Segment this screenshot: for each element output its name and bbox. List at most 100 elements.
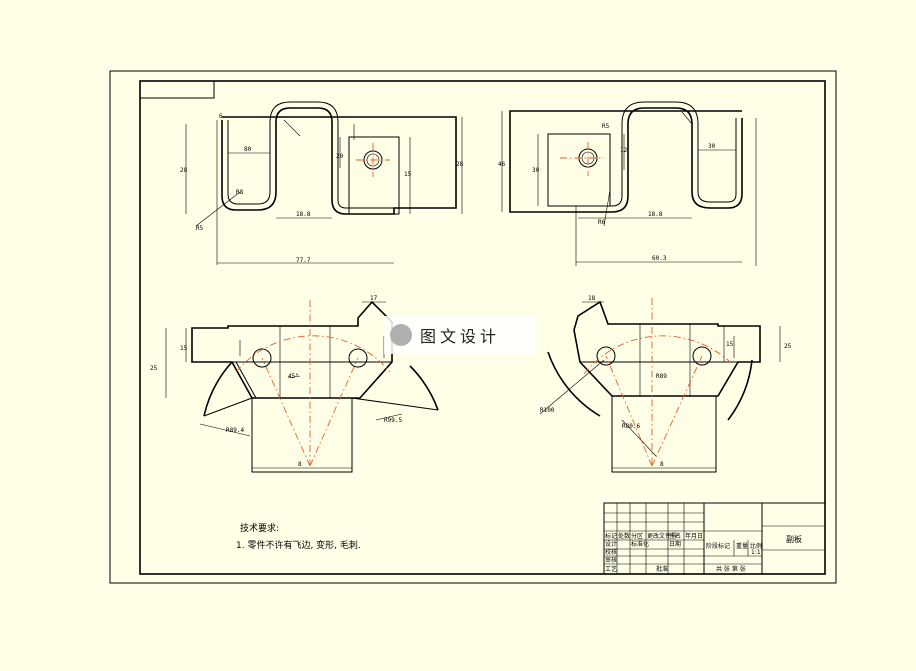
leader-line — [195, 191, 241, 227]
dim-text: 8 — [298, 461, 302, 468]
outer-arc-left — [547, 351, 601, 417]
outer-arc-left — [203, 361, 233, 417]
dim-text: R80.6 — [622, 423, 640, 430]
edge — [235, 361, 257, 399]
tb-label: 标准化 — [631, 540, 649, 548]
tb-label: 更改文件号 — [647, 532, 677, 540]
tb-label: 比例 — [750, 542, 762, 550]
dim-text: 8 — [660, 461, 664, 468]
dim-text: R5 — [196, 225, 204, 232]
hole-right — [348, 348, 368, 368]
dim-text: R8 — [236, 189, 244, 196]
dim-text: 80 — [244, 146, 252, 153]
bent-strip-inner — [575, 101, 737, 207]
watermark: 图文设计 — [384, 316, 536, 354]
dim-text: 46 — [498, 161, 506, 168]
dim-text: R5 — [602, 123, 610, 130]
tb-sheet-count: 共 张 第 张 — [716, 565, 746, 573]
dim-text: 6 — [219, 113, 223, 120]
leader-line — [539, 359, 605, 415]
edge — [203, 397, 253, 417]
dim-text: 18 — [588, 295, 596, 302]
leader-line — [375, 413, 403, 421]
dim-text: 77.7 — [296, 257, 311, 264]
tab-block — [547, 133, 611, 207]
dim-text: R6 — [598, 219, 606, 226]
tb-label: 处数 — [618, 532, 630, 540]
dim-text: 28 — [180, 167, 188, 174]
tb-label: 审核 — [605, 556, 617, 564]
tb-part-name: 副板 — [786, 534, 802, 544]
bottom-left-view: 15 25 17 45° R89.4 R99.5 8 — [150, 295, 439, 473]
hole-right — [692, 346, 712, 366]
notes-item: 1. 零件不许有飞边, 变形, 毛刺. — [236, 539, 361, 551]
dim-text: 12 — [620, 147, 628, 154]
tb-label: 校核 — [605, 548, 617, 556]
leader-line — [199, 423, 251, 437]
inner-frame — [139, 80, 826, 575]
dim-text: 17 — [370, 295, 378, 302]
leader-line — [283, 119, 301, 137]
dim-text: 18.8 — [296, 211, 311, 218]
tb-scale: 1:1 — [751, 549, 761, 556]
leader-line — [681, 111, 693, 125]
watermark-text: 图文设计 — [420, 327, 501, 346]
dim-text: 15 — [180, 345, 188, 352]
dim-text: 30 — [708, 143, 716, 150]
tb-label: 工艺 — [605, 565, 617, 573]
centerline-r — [605, 355, 653, 467]
tb-label: 阶段标记 — [706, 542, 730, 550]
title-block: 标记 处数 分区 更改文件号 签名 年月日 设计 标准化 日期 校核 审核 工艺… — [603, 502, 826, 575]
dim-text: 18.8 — [648, 211, 663, 218]
dim-text: R89 — [656, 373, 667, 380]
bottom-right-view: 18 15 25 R100 R80.6 R89 8 — [539, 295, 792, 473]
dim-text: 28 — [456, 161, 464, 168]
dim-text: 15 — [726, 341, 734, 348]
tb-label: 签名 — [669, 532, 681, 540]
notes-heading: 技术要求: — [240, 522, 279, 534]
bracket-outline — [573, 300, 761, 397]
tb-label: 标记 — [605, 532, 617, 540]
dim-text: R89.4 — [226, 427, 244, 434]
dim-text: 60.3 — [652, 255, 667, 262]
tb-label: 重量 — [736, 542, 748, 550]
hole-left — [596, 346, 616, 366]
dim-text: 20 — [336, 153, 344, 160]
dim-text: R100 — [540, 407, 555, 414]
bent-strip-outer — [221, 107, 457, 215]
watermark-logo-icon — [390, 324, 412, 346]
outer-arc-right — [727, 359, 753, 421]
outer-border — [109, 70, 837, 584]
tb-label: 年月日 — [685, 532, 703, 540]
top-right-view: 46 30 12 30 R5 R6 18.8 60.3 — [498, 101, 757, 266]
outer-arc-right — [409, 365, 439, 411]
dim-text: R99.5 — [384, 417, 402, 424]
centerline-r — [261, 357, 311, 467]
dim-text: 25 — [784, 343, 792, 350]
pitch-arc — [235, 335, 391, 373]
leader-line — [621, 419, 657, 457]
dim-text: 45° — [288, 373, 299, 380]
bent-strip-outer — [509, 107, 743, 213]
dim-text: 15 — [404, 171, 412, 178]
centerline-r — [309, 357, 359, 467]
top-left-view: 80 28 6 R8 R5 20 15 18.8 77.7 28 — [180, 101, 464, 265]
base-plate — [611, 395, 717, 473]
leader-line — [287, 375, 301, 379]
title-block-frame — [603, 502, 826, 575]
centerline-r — [651, 355, 703, 467]
edge — [351, 397, 439, 411]
tb-label: 设计 — [605, 540, 617, 548]
tb-label: 日期 — [669, 540, 681, 548]
code-box — [139, 80, 215, 99]
pitch-arc — [583, 335, 731, 375]
tb-label: 批准 — [656, 565, 668, 573]
tab-block — [348, 136, 400, 215]
leader-line — [603, 189, 611, 227]
tb-label: 分区 — [631, 532, 643, 540]
base-plate — [251, 397, 353, 473]
hole-left — [252, 348, 272, 368]
dim-text: 25 — [150, 365, 158, 372]
dim-text: 30 — [532, 167, 540, 174]
